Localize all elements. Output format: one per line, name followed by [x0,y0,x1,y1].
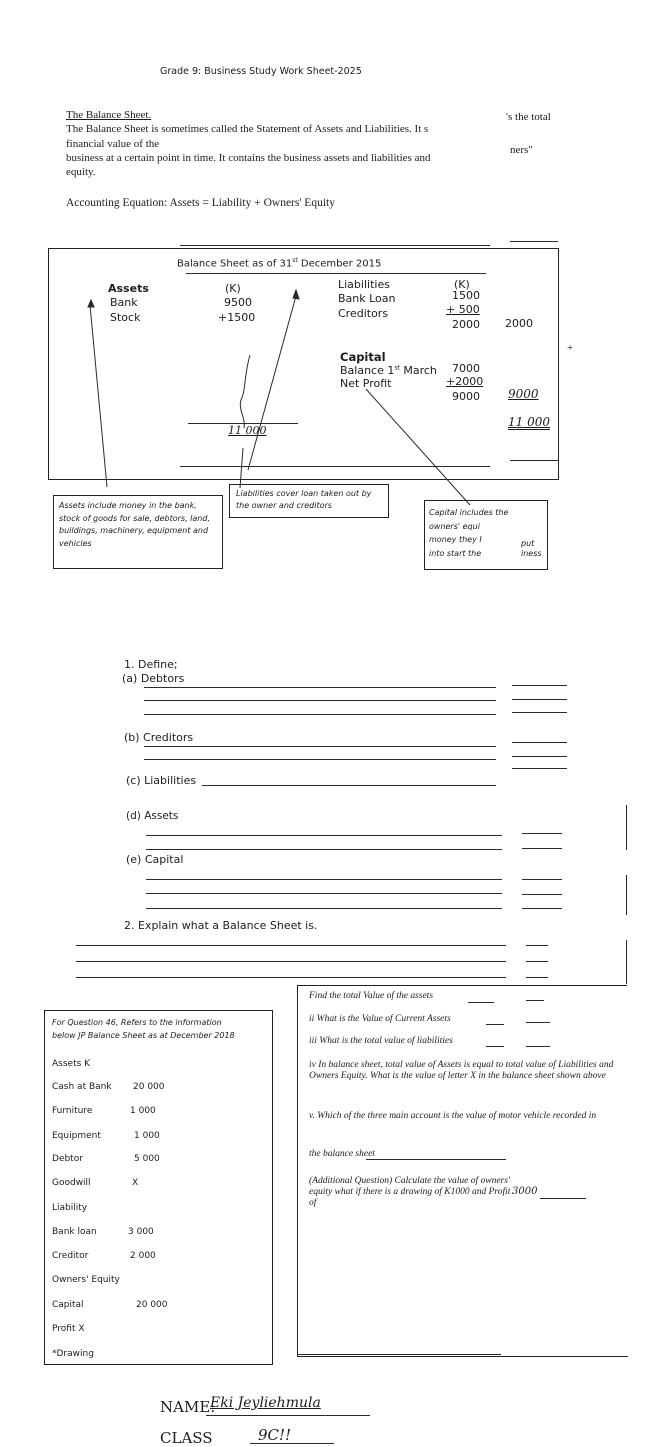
intro-line-1: The Balance Sheet is sometimes called th… [66,123,429,135]
q46-row-value: 20 000 [136,1300,168,1310]
question-1: 1. Define; [124,658,178,671]
question-v: v. Which of the three main account is th… [309,1111,597,1121]
question-1a: (a) Debtors [122,672,185,685]
asset-bank-label: Bank [110,296,138,309]
assets-total: 11 000 [228,424,267,437]
liabilities-subtotal: 2000 [452,318,480,331]
question-1c: (c) Liabilities [126,774,197,787]
assets-heading: Assets [108,282,149,295]
assets-note: Assets include money in the bank, stock … [59,501,210,548]
intro-line-1-right: 's the total [506,111,551,123]
balance-sheet-title: Balance Sheet as of 31st December 2015 [177,257,382,270]
q46-row-label: Capital [52,1300,84,1310]
q46-row-label: Liability [52,1203,88,1213]
question-extra-answer: 3000 [512,1186,538,1197]
asset-bank-value: 9500 [224,296,252,309]
annotation-arrows [87,288,471,506]
q46-row-label: Furniture [52,1106,93,1116]
liability-bank-loan-label: Bank Loan [338,292,396,305]
q46-row-label: Owners' Equity [52,1275,120,1285]
question-1e: (e) Capital [126,853,184,866]
q46-row-label: Debtor [52,1154,83,1164]
q46-row-label: *Drawing [52,1349,94,1359]
capital-note-box: Capital includes the owners' equi money … [424,500,548,570]
asset-stock-value: +1500 [218,311,256,324]
intro-line-3: business at a certain point in time. It … [66,152,431,164]
name-value: Eki Jeyliehmula [210,1395,321,1411]
class-label: CLASS [160,1429,213,1447]
question-extra: (Additional Question) Calculate the valu… [309,1176,511,1208]
liability-bank-loan-value: 1500 [452,289,480,302]
intro-line-2: financial value of the [66,138,160,150]
assets-note-box: Assets include money in the bank, stock … [53,495,223,569]
assets-unit: (K) [225,282,241,295]
q46-header-1: For Question 46, Refers to the informati… [52,1018,222,1027]
question-v-tail: the balance sheet [309,1149,375,1159]
intro-heading: The Balance Sheet. [66,109,152,121]
q46-row-label: Bank loan [52,1227,97,1237]
accounting-equation: Accounting Equation: Assets = Liability … [66,197,335,209]
capital-subtotal: 9000 [452,390,480,403]
q46-row-label: Goodwill [52,1178,91,1188]
q46-row-value: 2 000 [130,1251,156,1261]
capital-heading: Capital [340,350,386,364]
q46-row-value: 20 000 [133,1082,165,1092]
q46-row-label: Assets K [52,1059,91,1069]
question-1b: (b) Creditors [124,731,194,744]
liability-creditors-value: + 500 [446,303,480,316]
q46-row-value: 1 000 [130,1106,156,1116]
q46-row-label: Cash at Bank [52,1082,112,1092]
liabilities-carried: 2000 [505,317,533,330]
name-label: NAME: [160,1398,216,1416]
question-iv: iv In balance sheet, total value of Asse… [309,1060,614,1081]
q46-row-label: Equipment [52,1131,101,1141]
class-value: 9C!! [258,1426,292,1444]
capital-carried: 9000 [508,387,539,401]
q46-row-label: Profit X [52,1324,85,1334]
liability-creditors-label: Creditors [338,307,389,320]
q46-row-value: 5 000 [134,1154,160,1164]
capital-balance-label: Balance 1st March [340,364,437,377]
liabilities-unit: (K) [454,278,470,291]
question-ii: ii What is the Value of Current Assets [309,1014,451,1024]
asset-stock-label: Stock [110,311,141,324]
question-i: Find the total Value of the assets [309,991,434,1001]
intro-line-4: equity. [66,166,96,178]
question-iii: iii What is the total value of liabiliti… [309,1036,453,1046]
capital-balance-value: 7000 [452,362,480,375]
question-2: 2. Explain what a Balance Sheet is. [124,919,318,932]
q46-row-value: 3 000 [128,1227,154,1237]
net-profit-label: Net Profit [340,377,392,390]
q46-row-value: 1 000 [134,1131,160,1141]
liabilities-heading: Liabilities [338,278,390,291]
intro-line-3-right: ners" [510,144,533,156]
q46-row-value: X [132,1178,139,1188]
net-profit-value: +2000 [446,375,484,388]
worksheet-title: Grade 9: Business Study Work Sheet-2025 [160,66,362,77]
q46-header-2: below JP Balance Sheet as at December 20… [52,1031,235,1040]
q46-info-box [44,1010,273,1365]
q46-row-label: Creditor [52,1251,89,1261]
liabilities-note: Liabilities cover loan taken out by the … [236,489,372,510]
grand-total: 11 000 [508,415,550,429]
balance-sheet-box [48,248,559,480]
liabilities-note-box: Liabilities cover loan taken out by the … [229,484,389,518]
q46-questions-box [297,985,627,1357]
question-1d: (d) Assets [126,810,179,822]
plus-mark: + [567,342,574,354]
